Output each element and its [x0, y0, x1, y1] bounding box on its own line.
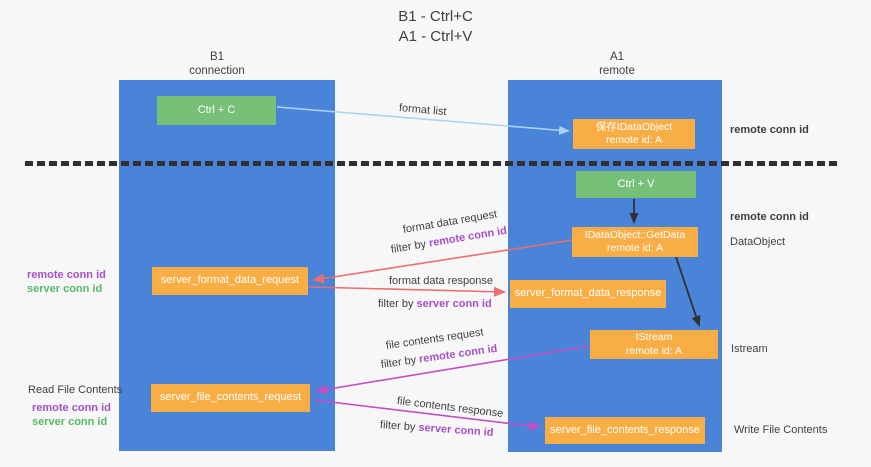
save-dataobject-line2: remote id: A — [605, 134, 663, 146]
diagram-title: B1 - Ctrl+C A1 - Ctrl+V — [0, 7, 871, 46]
filter-by-text: filter by — [379, 419, 419, 434]
server-conn-id-text: server conn id — [416, 298, 492, 310]
filter-by-text: filter by — [390, 237, 430, 256]
getdata-node: IDataObject::GetData remote id: A — [572, 227, 698, 257]
istream-line1: IStream — [635, 331, 673, 344]
ctrl-c-node: Ctrl + C — [157, 96, 276, 125]
server-conn-id-text: server conn id — [418, 421, 494, 439]
filter-by-text: filter by — [380, 353, 420, 371]
getdata-line2: remote id: A — [606, 242, 664, 254]
left-server-conn-id-bottom: server conn id — [32, 415, 108, 428]
title-line-a1: A1 - Ctrl+V — [398, 27, 473, 45]
format-data-response-label: format data response — [389, 275, 493, 287]
server-file-contents-request-node: server_file_contents_request — [151, 384, 310, 412]
right-remote-conn-id-mid: remote conn id — [730, 211, 809, 223]
ctrl-c-label: Ctrl + C — [197, 103, 236, 116]
left-column-name: B1 — [209, 51, 225, 63]
dataobject-annotation: DataObject — [730, 236, 786, 248]
left-server-conn-id-top: server conn id — [27, 282, 103, 295]
server-file-contents-response-label: server_file_contents_response — [550, 423, 700, 436]
copy-paste-separator-line — [25, 161, 838, 166]
server-format-data-request-node: server_format_data_request — [152, 267, 308, 295]
left-conn-id-block-bottom: remote conn id server conn id — [32, 402, 111, 430]
getdata-line1: IDataObject::GetData — [584, 228, 686, 241]
server-format-data-response-node: server_format_data_response — [510, 280, 666, 308]
left-remote-conn-id-top: remote conn id — [27, 269, 106, 281]
format-data-response-filter-label: filter by server conn id — [378, 298, 492, 310]
format-list-label: format list — [398, 102, 448, 119]
ctrl-v-node: Ctrl + V — [576, 171, 696, 198]
save-dataobject-node: 保存IDataObject remote id: A — [573, 119, 695, 149]
save-dataobject-line1: 保存IDataObject — [595, 120, 673, 133]
title-line-b1: B1 - Ctrl+C — [398, 8, 473, 25]
left-conn-id-block-top: remote conn id server conn id — [27, 269, 106, 297]
right-column-header: A1 remote — [547, 51, 687, 79]
ctrl-v-label: Ctrl + V — [617, 177, 655, 190]
left-remote-conn-id-bottom: remote conn id — [32, 402, 111, 414]
file-contents-response-label: file contents response — [396, 395, 504, 420]
right-column-role: remote — [599, 64, 635, 77]
remote-conn-id-text: remote conn id — [418, 342, 499, 366]
istream-node: IStream remote id: A — [590, 330, 718, 359]
server-file-contents-response-node: server_file_contents_response — [545, 417, 705, 444]
file-contents-response-filter-label: filter by server conn id — [380, 419, 494, 439]
left-column-role: connection — [189, 64, 245, 77]
format-data-response-arrow — [308, 286, 506, 297]
left-column-header: B1 connection — [147, 51, 287, 79]
server-format-data-request-label: server_format_data_request — [160, 274, 300, 287]
right-remote-conn-id-top: remote conn id — [730, 124, 809, 136]
right-column-name: A1 — [609, 51, 625, 63]
filter-by-text: filter by — [378, 298, 417, 310]
istream-line2: remote id: A — [625, 344, 683, 357]
server-format-data-response-label: server_format_data_response — [514, 287, 662, 300]
istream-annotation: Istream — [731, 343, 768, 355]
read-file-contents-annotation: Read File Contents — [28, 384, 123, 396]
write-file-contents-annotation: Write File Contents — [734, 424, 828, 436]
server-file-contents-request-label: server_file_contents_request — [159, 391, 302, 404]
